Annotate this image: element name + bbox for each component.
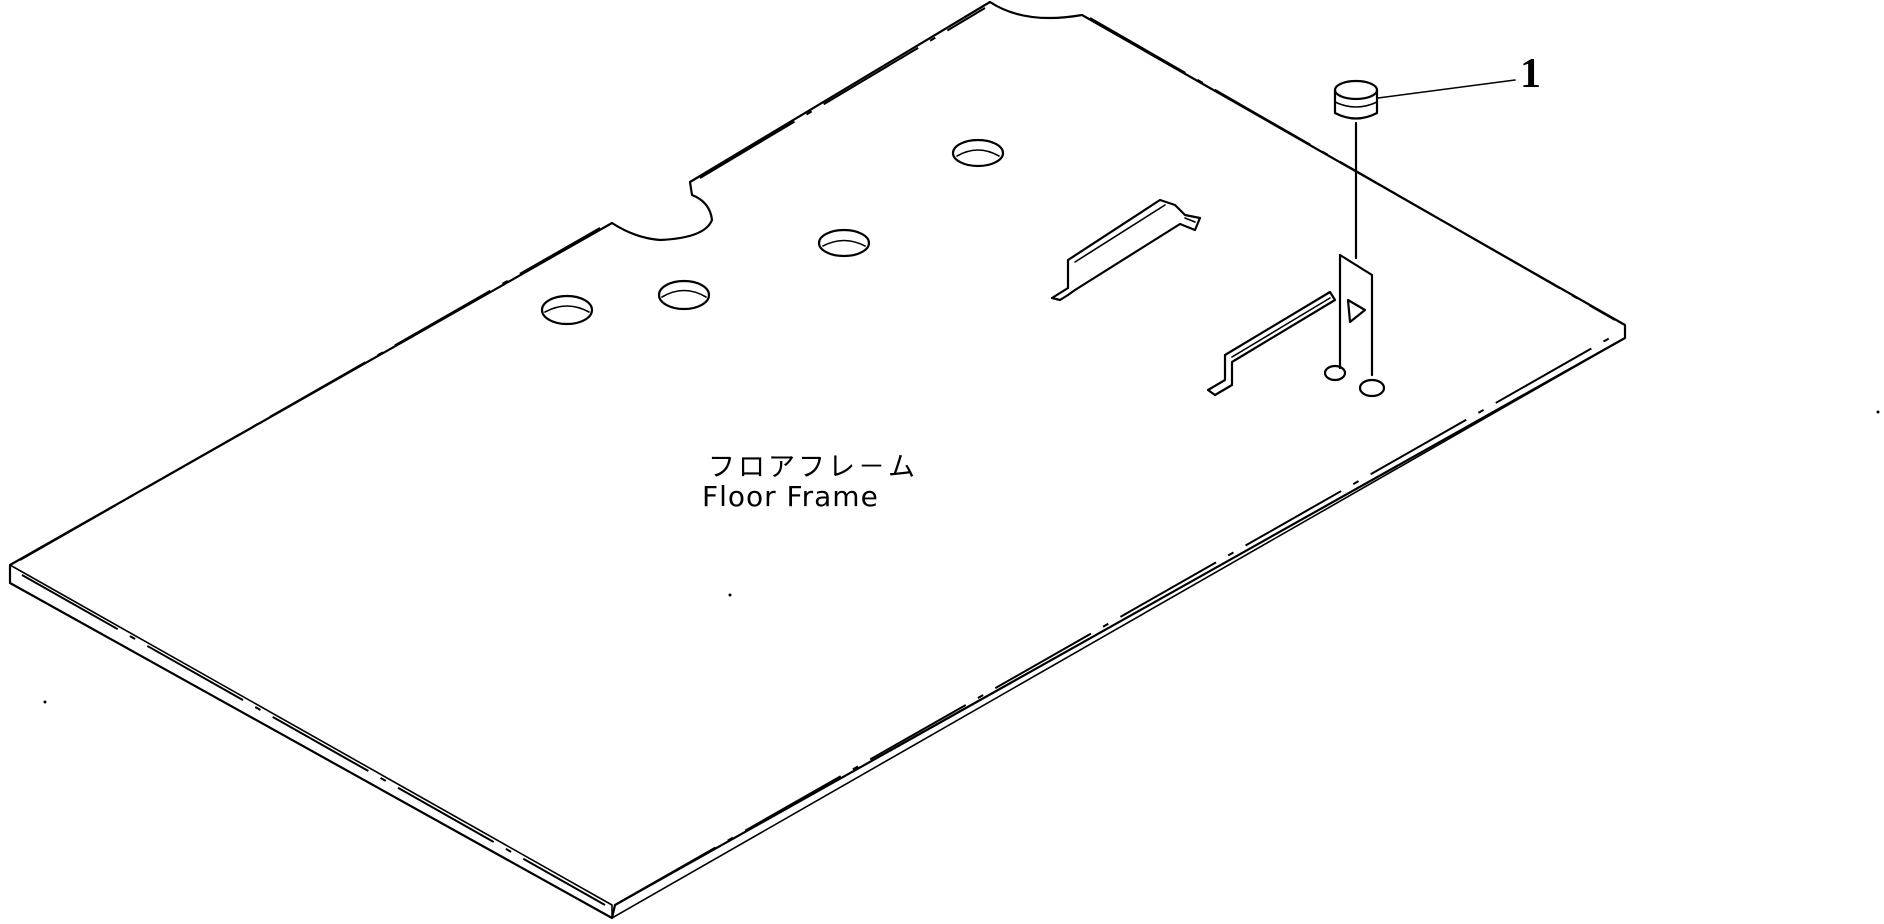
hole-3	[817, 228, 871, 258]
plate-dashline-front	[21, 574, 606, 906]
plate-edge-right	[611, 337, 1626, 919]
small-hole-right	[1358, 378, 1386, 398]
callout-number-1: 1	[1520, 51, 1541, 97]
plate-dashline-top	[699, 7, 986, 179]
hole-4	[951, 138, 1005, 168]
small-hole-left	[1323, 364, 1347, 382]
stray-dot	[43, 700, 47, 704]
floor-plate-outline	[8, 0, 1627, 920]
stray-dot	[728, 593, 732, 597]
part-label-japanese: フロアフレ－ム	[708, 452, 918, 483]
mounting-tab	[1338, 253, 1374, 377]
plate-dashline-left	[19, 227, 601, 561]
cap-part-1	[1333, 79, 1379, 120]
bracket-lower	[1206, 290, 1337, 397]
hole-2	[657, 279, 711, 311]
plate-edge-front	[9, 564, 613, 919]
bracket-lower-detail	[1231, 297, 1331, 358]
mounting-tab-hole	[1346, 298, 1367, 324]
part-label-english: Floor Frame	[702, 480, 879, 513]
hole-1	[540, 294, 594, 326]
plate-dashline-right	[619, 334, 1616, 903]
plate-dashline-top-right	[1089, 17, 1616, 321]
callout-leader-line	[1377, 79, 1516, 99]
bracket-upper-detail	[1074, 204, 1196, 263]
stray-dot	[1876, 410, 1880, 414]
bracket-upper	[1050, 198, 1202, 302]
